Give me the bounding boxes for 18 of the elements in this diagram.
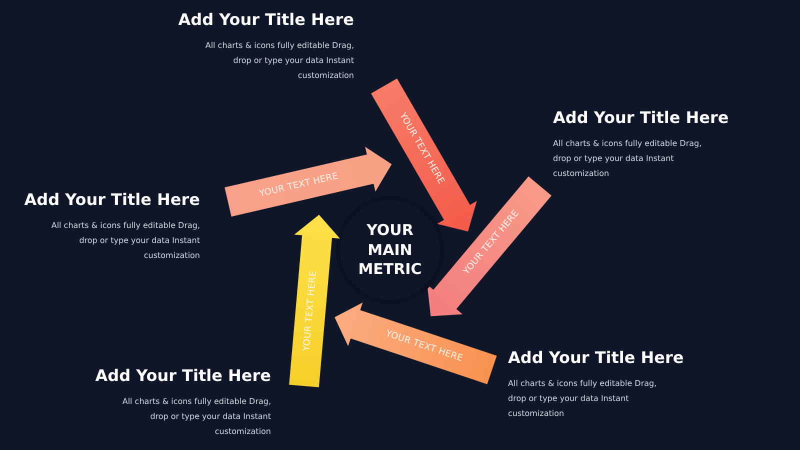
arrow-shape: [334, 302, 497, 384]
section-title: Add Your Title Here: [24, 190, 200, 209]
arrow-label: YOUR TEXT HERE: [258, 171, 340, 200]
arrow-label: YOUR TEXT HERE: [302, 270, 320, 352]
section-description: All charts & icons fully editable Drag, drop or type your data Instant customization: [50, 220, 200, 262]
section-title: Add Your Title Here: [95, 366, 271, 385]
section-description: All charts & icons fully editable Drag, drop or type your data Instant customization: [121, 396, 271, 438]
main-metric-text: YOUR MAIN METRIC: [357, 220, 423, 280]
section-description: All charts & icons fully editable Drag, drop or type your data Instant customization: [508, 378, 658, 420]
arrow-shape: [224, 146, 392, 217]
section-description: All charts & icons fully editable Drag, drop or type your data Instant customization: [204, 40, 354, 82]
section-title: Add Your Title Here: [553, 108, 729, 127]
arrow-shape: [289, 214, 340, 388]
arrow-label: YOUR TEXT HERE: [384, 329, 464, 366]
section-description: All charts & icons fully editable Drag, drop or type your data Instant customization: [553, 138, 703, 180]
section-title: Add Your Title Here: [178, 10, 354, 29]
section-title: Add Your Title Here: [508, 348, 684, 367]
center-circle: [336, 196, 444, 304]
